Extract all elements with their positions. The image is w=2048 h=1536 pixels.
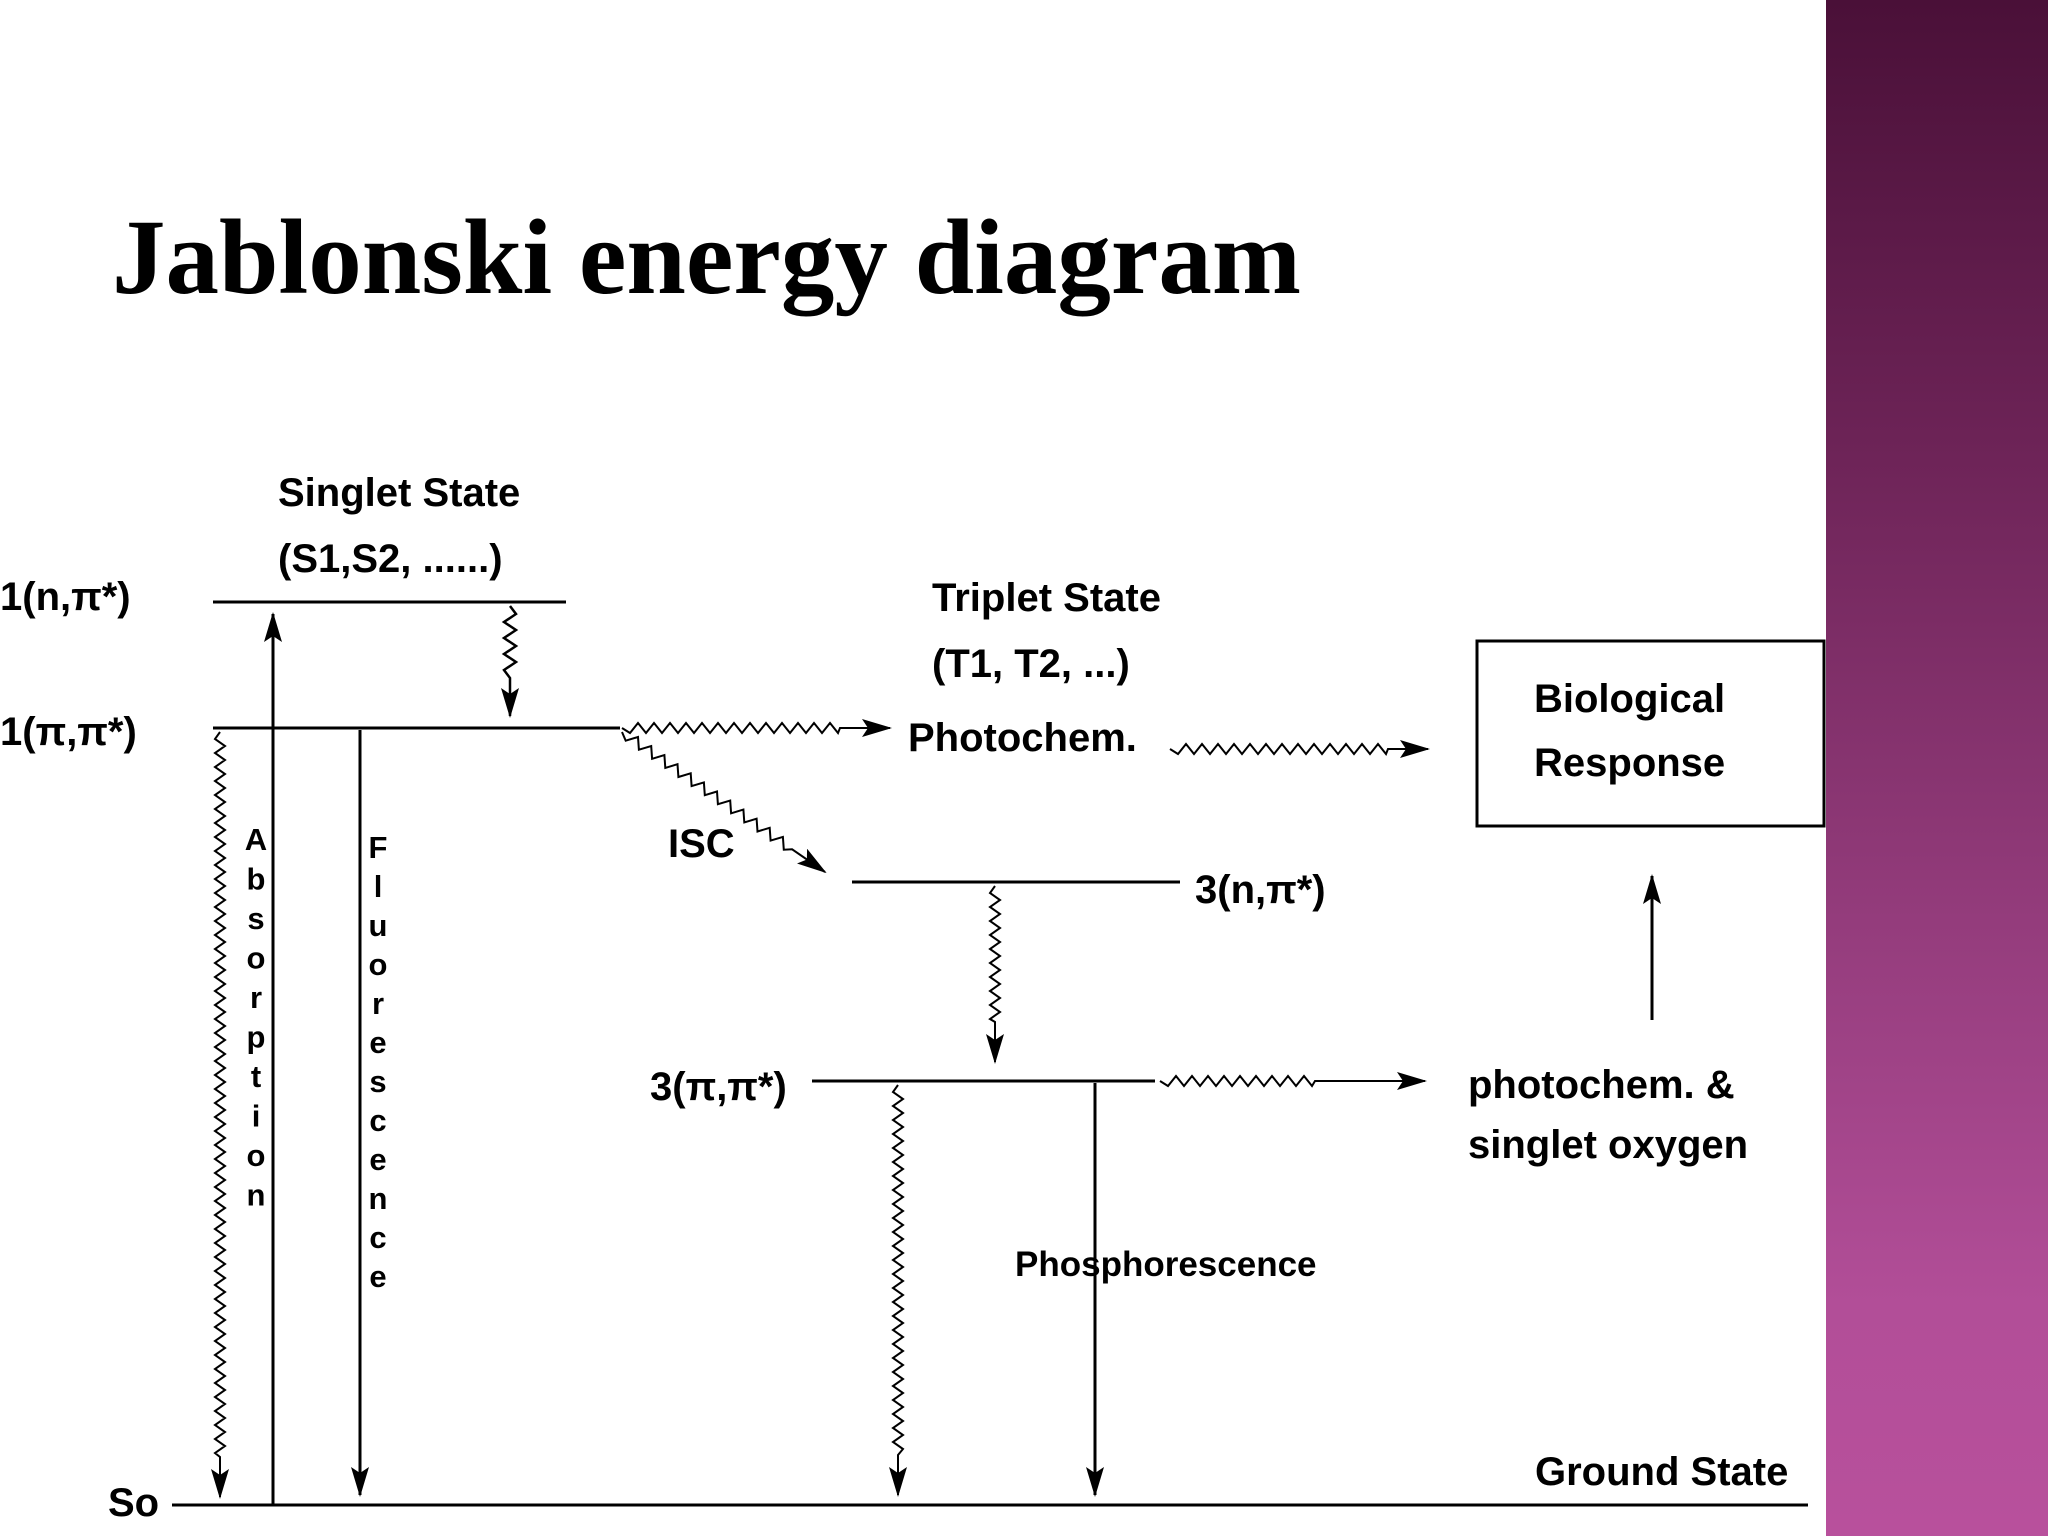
triplet-state-title: Triplet State bbox=[932, 576, 1161, 620]
vertical-label-letter: n bbox=[369, 1181, 388, 1216]
singlet-state-title: Singlet State bbox=[278, 471, 520, 515]
photochem-label: Photochem. bbox=[908, 716, 1137, 760]
level-label-s-n-pi: 1(n,π*) bbox=[0, 575, 131, 619]
vertical-label-letter: b bbox=[247, 862, 266, 897]
vertical-label-letter: o bbox=[247, 1138, 266, 1173]
level-label-t-pi-pi: 3(π,π*) bbox=[650, 1065, 787, 1109]
ground-state-label: Ground State bbox=[1535, 1450, 1788, 1494]
vertical-label-letter: F bbox=[369, 830, 388, 865]
vertical-label-letter: e bbox=[369, 1259, 386, 1294]
vertical-label-letter: n bbox=[247, 1178, 266, 1213]
vertical-label-letter: r bbox=[250, 980, 262, 1015]
triplet-photochem-arrow bbox=[1159, 1072, 1427, 1090]
triplet-internal-conversion-arrow bbox=[986, 885, 1004, 1064]
vertical-label-letter: s bbox=[247, 901, 264, 936]
vertical-label-letter: o bbox=[247, 941, 266, 976]
vertical-label-letter: t bbox=[251, 1059, 261, 1094]
vertical-label-letter: l bbox=[374, 869, 383, 904]
vertical-label-letter: s bbox=[369, 1064, 386, 1099]
isc-arrow bbox=[621, 731, 827, 874]
vertical-label-letter: p bbox=[247, 1020, 266, 1055]
vertical-label-letter: A bbox=[245, 822, 267, 857]
level-label-s-pi-pi: 1(π,π*) bbox=[0, 710, 137, 754]
vertical-label-letter: o bbox=[369, 947, 388, 982]
vertical-label-letter: c bbox=[369, 1220, 386, 1255]
vertical-label-letter: u bbox=[369, 908, 388, 943]
triplet-state-members: (T1, T2, ...) bbox=[932, 642, 1130, 686]
slide-title: Jablonski energy diagram bbox=[112, 199, 1301, 317]
biological-response-line1: Biological bbox=[1534, 677, 1725, 721]
t1-nonradiative-decay-arrow bbox=[889, 1084, 907, 1497]
level-label-ground: So bbox=[108, 1481, 159, 1525]
photochem-oxygen-line2: singlet oxygen bbox=[1468, 1123, 1748, 1167]
vertical-label-letter: e bbox=[369, 1025, 386, 1060]
vertical-label-letter: i bbox=[252, 1099, 261, 1134]
internal-conversion-wavy-arrow bbox=[501, 605, 519, 718]
photochem-to-biological-arrow bbox=[1169, 740, 1430, 758]
vertical-label-letter: r bbox=[372, 986, 384, 1021]
photochem-oxygen-line1: photochem. & bbox=[1468, 1063, 1735, 1107]
vertical-label-letter: e bbox=[369, 1142, 386, 1177]
side-decoration-band bbox=[1826, 0, 2048, 1536]
singlet-state-members: (S1,S2, ......) bbox=[278, 537, 503, 581]
singlet-photochem-arrow bbox=[621, 719, 892, 737]
vertical-label-letter: c bbox=[369, 1103, 386, 1138]
biological-response-line2: Response bbox=[1534, 741, 1725, 785]
level-label-t-n-pi: 3(n,π*) bbox=[1195, 868, 1326, 912]
s1-nonradiative-decay-arrow bbox=[211, 731, 229, 1499]
biological-response-box bbox=[1475, 639, 1826, 828]
phosphorescence-label: Phosphorescence bbox=[1015, 1245, 1317, 1284]
isc-label: ISC bbox=[668, 822, 735, 866]
